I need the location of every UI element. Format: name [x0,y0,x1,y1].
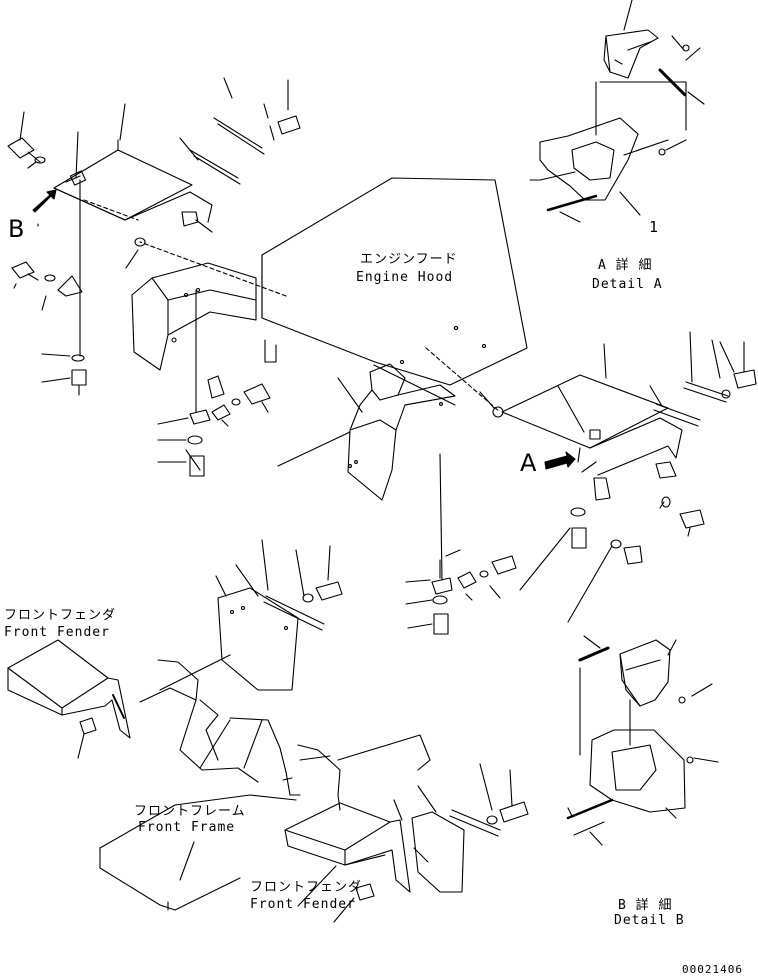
left-side-cover [131,262,257,371]
detail-a-label-en: Detail A [592,277,663,292]
document-number: 00021406 [682,963,743,976]
callout-number-1: 1 [649,218,660,236]
detail-a-label-jp: A 詳 細 [598,258,653,273]
view-a-letter: A [520,449,537,477]
front-frame-label-jp: フロントフレーム [134,804,246,819]
detail-b-label-jp: B 詳 細 [618,898,673,913]
detail-a-drawing [539,29,690,212]
mud-flap-right [411,811,465,893]
front-fender-left-label-en: Front Fender [4,625,110,640]
front-fender-right [284,802,411,893]
view-arrow-a [544,451,576,470]
detail-b-label-en: Detail B [614,913,685,928]
center-rear-fender [373,364,456,406]
view-b-letter: B [8,215,25,243]
engine-hood-label-en: Engine Hood [356,270,454,285]
engine-hood-label-jp: エンジンフード [360,252,458,267]
engine-hood [261,177,528,386]
view-arrow-b [32,189,57,213]
front-frame [99,659,431,911]
front-fender-left [7,639,131,739]
mud-flap-left [217,587,299,691]
side-cover-center [347,363,456,501]
fasteners [7,0,757,923]
front-fender-right-label-jp: フロントフェンダ [250,880,363,895]
front-frame-label-en: Front Frame [138,820,236,835]
left-top-plate [53,139,213,223]
front-fender-left-label-jp: フロントフェンダ [4,608,117,623]
detail-b-drawing [566,639,694,836]
front-fender-right-label-en: Front Fender [250,897,356,912]
